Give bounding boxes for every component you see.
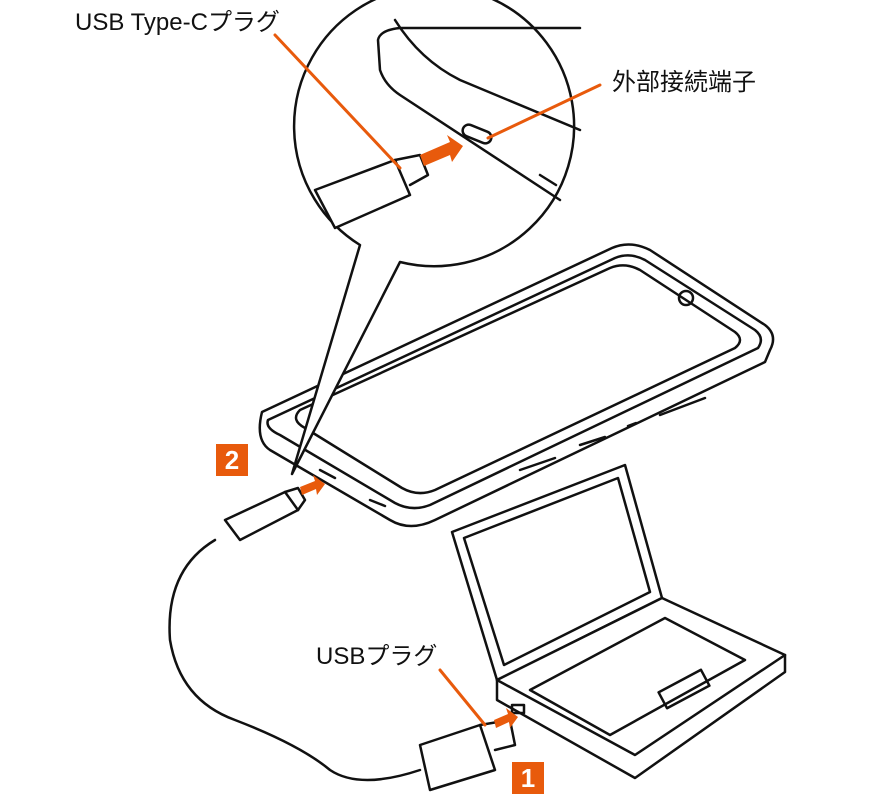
insert-arrows — [300, 135, 518, 728]
label-usb-type-c-plug: USB Type-Cプラグ — [75, 9, 280, 36]
label-usb-plug: USBプラグ — [316, 643, 438, 670]
step-badge-2: 2 — [216, 444, 248, 476]
laptop-illustration — [450, 463, 787, 780]
magnified-port-view — [290, 0, 582, 476]
insert-arrow-icon — [420, 135, 463, 166]
insert-arrow-icon — [300, 475, 325, 495]
label-external-port: 外部接続端子 — [612, 69, 756, 96]
step-badge-1: 1 — [512, 762, 544, 794]
usb-cable — [168, 486, 517, 792]
insert-arrow-icon — [494, 708, 518, 728]
smartphone-illustration — [258, 243, 775, 528]
